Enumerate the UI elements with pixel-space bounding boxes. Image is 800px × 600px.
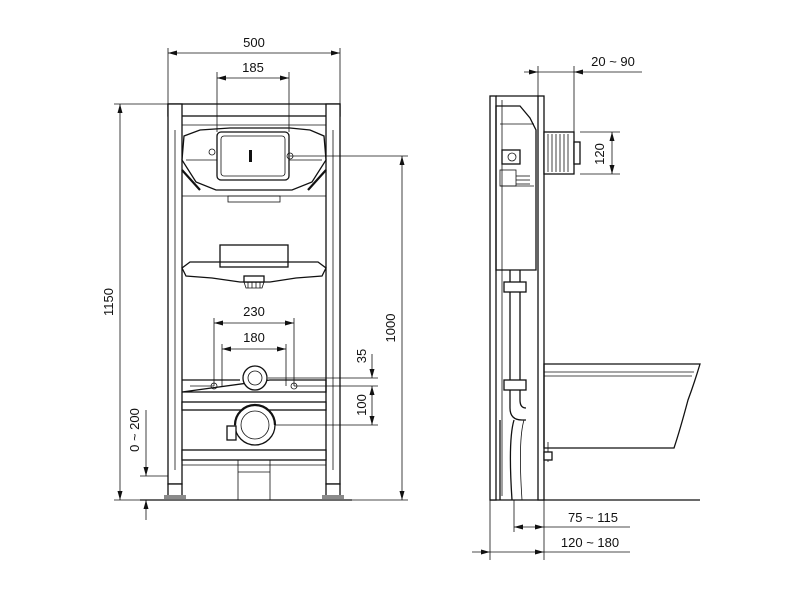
side-view: 20 ~ 90 120 75 ~ 115 120 ~ 180 [472, 54, 701, 560]
dim-floor-adjust: 0 ~ 200 [127, 408, 142, 452]
dim-total-height: 1150 [101, 288, 116, 316]
dim-outlet-offset: 100 [354, 394, 369, 416]
dim-depth-inner: 75 ~ 115 [568, 510, 618, 525]
dim-bolt-offset: 35 [354, 349, 369, 363]
dim-pipe-projection: 20 ~ 90 [591, 54, 635, 69]
dim-flush-plate-width: 185 [242, 60, 264, 75]
dim-bolt-spacing-outer: 230 [243, 304, 265, 319]
dim-inlet-pipe: 120 [592, 143, 607, 165]
front-view: 500 185 1150 1000 230 180 [101, 35, 408, 520]
dim-frame-width: 500 [243, 35, 265, 50]
dim-bolt-spacing-inner: 180 [243, 330, 265, 345]
dim-inlet-height: 1000 [383, 314, 398, 343]
dim-depth-outer: 120 ~ 180 [561, 535, 619, 550]
